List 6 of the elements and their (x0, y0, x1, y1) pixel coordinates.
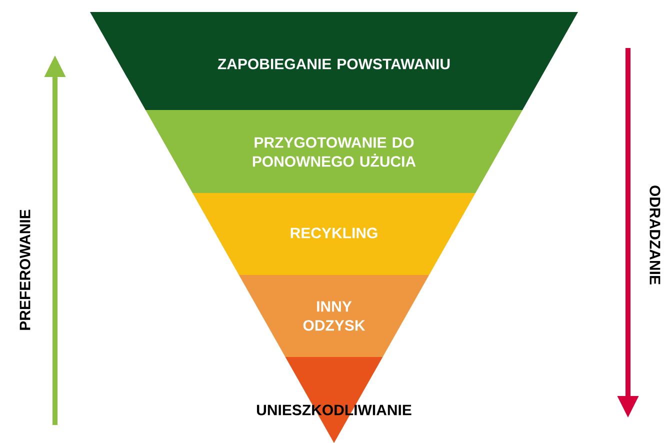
band: ZAPOBIEGANIE POWSTAWANIU (90, 12, 578, 110)
band: PRZYGOTOWANIE DO PONOWNEGO UŻUCIA (146, 110, 522, 193)
axis-label: ODRADZANIE (650, 186, 660, 284)
band: INNY ODZYSK (238, 274, 430, 357)
axis-label: PREFEROWANIE (20, 210, 30, 330)
band: RECYKLING (192, 192, 476, 275)
